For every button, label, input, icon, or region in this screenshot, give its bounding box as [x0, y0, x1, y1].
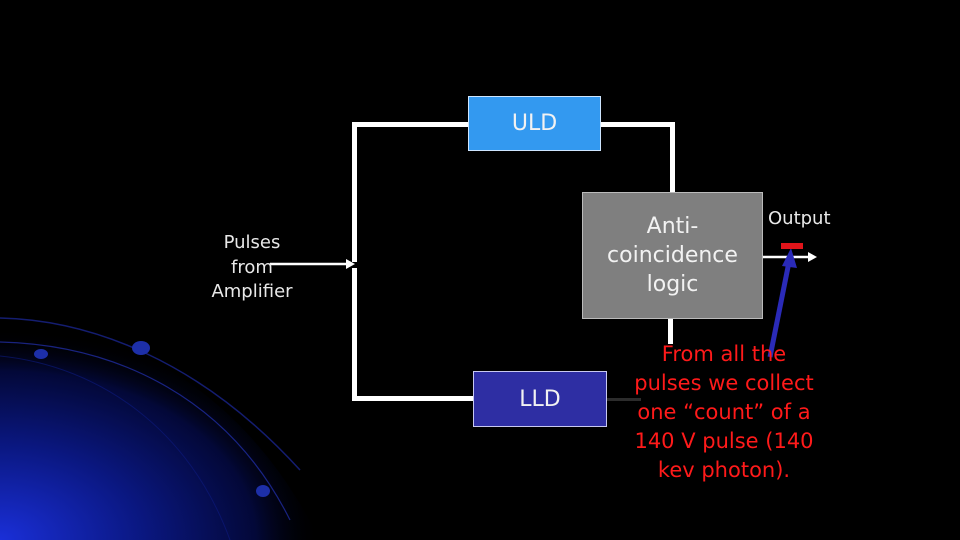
wire-bottom-right — [607, 398, 641, 401]
wire-top-left — [352, 122, 469, 127]
wire-right-vertical-upper — [670, 122, 675, 192]
pointer-arrow — [767, 261, 792, 358]
output-arrowhead — [808, 252, 817, 262]
logic-label-line: coincidence — [607, 243, 738, 268]
note-line: one “count” of a — [637, 400, 811, 424]
wire-bottom-left — [352, 396, 473, 401]
output-label: Output — [768, 208, 831, 229]
annotation-note: From all the pulses we collect one “coun… — [622, 340, 826, 485]
pointer-arrowhead — [782, 248, 797, 268]
input-label-line: from — [231, 256, 273, 278]
swirl-dot — [34, 349, 48, 359]
note-line: pulses we collect — [634, 371, 814, 395]
input-arrowhead — [346, 259, 355, 269]
input-label-line: Amplifier — [211, 281, 293, 302]
note-line: From all the — [661, 342, 787, 366]
logic-label: Anti- coincidence logic — [607, 212, 738, 299]
note-line: kev photon). — [657, 458, 791, 482]
wire-right-vertical-lower — [668, 318, 673, 344]
lld-label: LLD — [519, 386, 561, 412]
wire-left-vertical-lower — [352, 268, 357, 401]
swirl-dot — [256, 485, 270, 497]
note-line: 140 V pulse (140 — [634, 429, 814, 453]
logic-label-line: logic — [646, 272, 699, 297]
logic-label-line: Anti- — [646, 214, 699, 239]
uld-box: ULD — [468, 96, 601, 151]
lld-box: LLD — [473, 371, 607, 427]
uld-label: ULD — [511, 111, 558, 136]
output-pulse-marker — [781, 243, 803, 249]
swirl-dot — [132, 341, 150, 355]
anticoincidence-logic-box: Anti- coincidence logic — [582, 192, 763, 319]
input-label-line: Pulses — [223, 232, 281, 253]
wire-left-vertical-upper — [352, 122, 357, 262]
input-label: Pulses from Amplifier — [206, 231, 298, 305]
wire-top-right — [600, 122, 675, 127]
